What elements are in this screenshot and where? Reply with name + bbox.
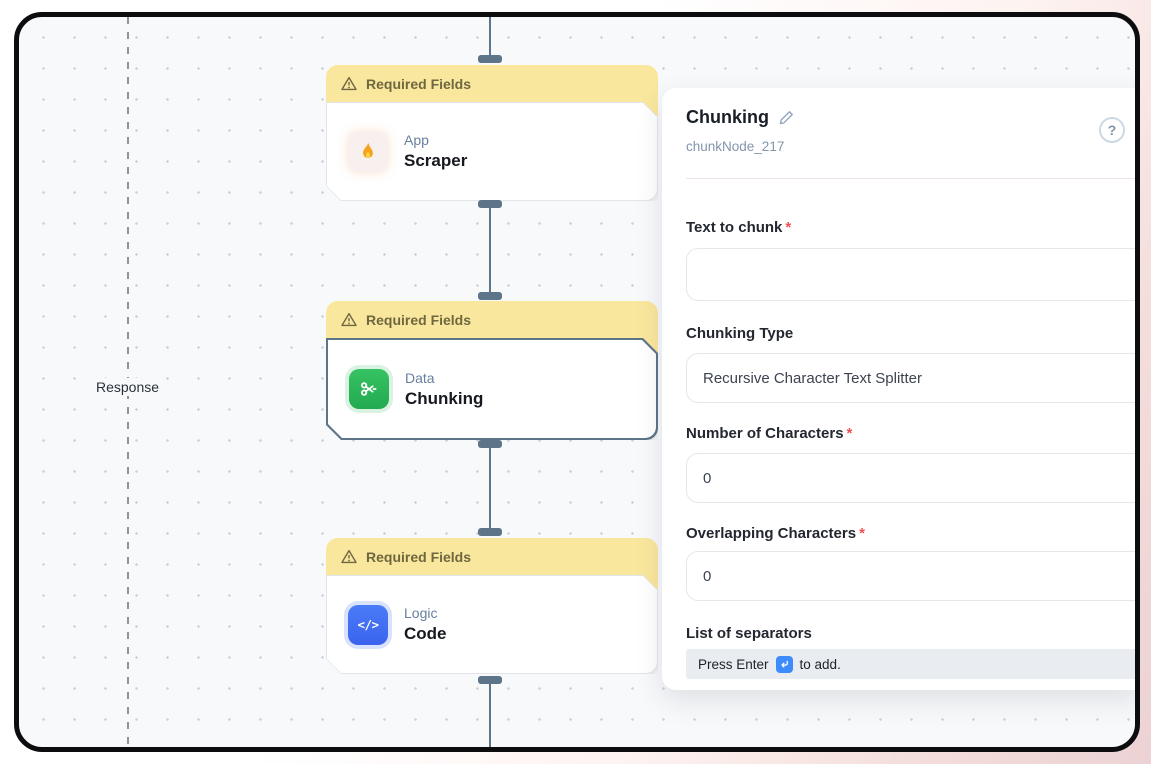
- response-label: Response: [91, 378, 165, 396]
- workflow-canvas[interactable]: Response Required Fields: [19, 17, 1135, 747]
- node-input-port[interactable]: [478, 528, 502, 536]
- node-output-port[interactable]: [478, 676, 502, 684]
- connector-line: [489, 681, 491, 747]
- edit-pencil-icon[interactable]: [778, 109, 795, 126]
- connector-line: [489, 445, 491, 533]
- code-icon: </>: [348, 605, 388, 645]
- node-id-label: chunkNode_217: [686, 139, 785, 154]
- required-fields-banner: Required Fields: [326, 538, 658, 589]
- panel-title: Chunking: [686, 107, 769, 127]
- node-input-port[interactable]: [478, 292, 502, 300]
- required-asterisk: *: [859, 525, 865, 542]
- node-scraper[interactable]: Required Fields App Scraper: [326, 65, 658, 201]
- required-asterisk: *: [846, 425, 853, 442]
- workflow-window-frame: Response Required Fields: [14, 12, 1140, 752]
- enter-hint-suffix: to add.: [799, 656, 841, 672]
- number-of-characters-input[interactable]: [686, 453, 1135, 503]
- enter-key-icon: [775, 655, 793, 673]
- warning-icon: [341, 312, 357, 327]
- banner-label: Required Fields: [366, 75, 472, 92]
- field-label-text-to-chunk: Text to chunk*: [686, 219, 792, 236]
- separators-tag-input[interactable]: Press Enter to add.: [686, 649, 1135, 679]
- warning-icon: [341, 76, 357, 91]
- field-label-list-of-separators: List of separators: [686, 625, 812, 642]
- field-label-chunking-type: Chunking Type: [686, 325, 794, 342]
- node-input-port[interactable]: [478, 55, 502, 63]
- field-label-number-of-characters: Number of Characters*: [686, 425, 853, 442]
- connector-line: [489, 17, 491, 61]
- text-to-chunk-input[interactable]: [686, 248, 1135, 301]
- connector-line: [489, 205, 491, 297]
- node-category: Data: [405, 369, 435, 386]
- required-fields-banner: Required Fields: [326, 301, 658, 352]
- node-chunking[interactable]: Required Fields: [326, 301, 658, 440]
- text-to-chunk-input-field[interactable]: [687, 249, 1135, 300]
- node-config-panel: Chunking chunkNode_217 ? Text to chunk* …: [662, 88, 1135, 690]
- banner-label: Required Fields: [366, 548, 472, 565]
- node-output-port[interactable]: [478, 440, 502, 448]
- node-title: Code: [404, 624, 447, 643]
- banner-label: Required Fields: [366, 311, 472, 328]
- required-fields-banner: Required Fields: [326, 65, 658, 116]
- divider: [686, 178, 1135, 179]
- overlapping-characters-input[interactable]: [686, 551, 1135, 601]
- node-category: Logic: [404, 605, 438, 621]
- required-asterisk: *: [785, 219, 792, 236]
- overlapping-characters-input-field[interactable]: [687, 552, 1135, 600]
- node-code[interactable]: Required Fields </> Logic Code: [326, 538, 658, 674]
- help-icon[interactable]: ?: [1099, 117, 1125, 143]
- node-output-port[interactable]: [478, 200, 502, 208]
- node-category: App: [404, 132, 429, 148]
- scissors-icon: [349, 369, 389, 409]
- node-title: Chunking: [405, 388, 484, 408]
- warning-icon: [341, 549, 357, 564]
- enter-hint-prefix: Press Enter: [698, 656, 769, 672]
- node-title: Scraper: [404, 151, 468, 170]
- chunking-type-select[interactable]: Recursive Character Text Splitter: [686, 353, 1135, 403]
- flame-icon: [348, 132, 388, 172]
- field-label-overlapping-characters: Overlapping Characters*: [686, 525, 865, 542]
- number-of-characters-input-field[interactable]: [687, 454, 1135, 502]
